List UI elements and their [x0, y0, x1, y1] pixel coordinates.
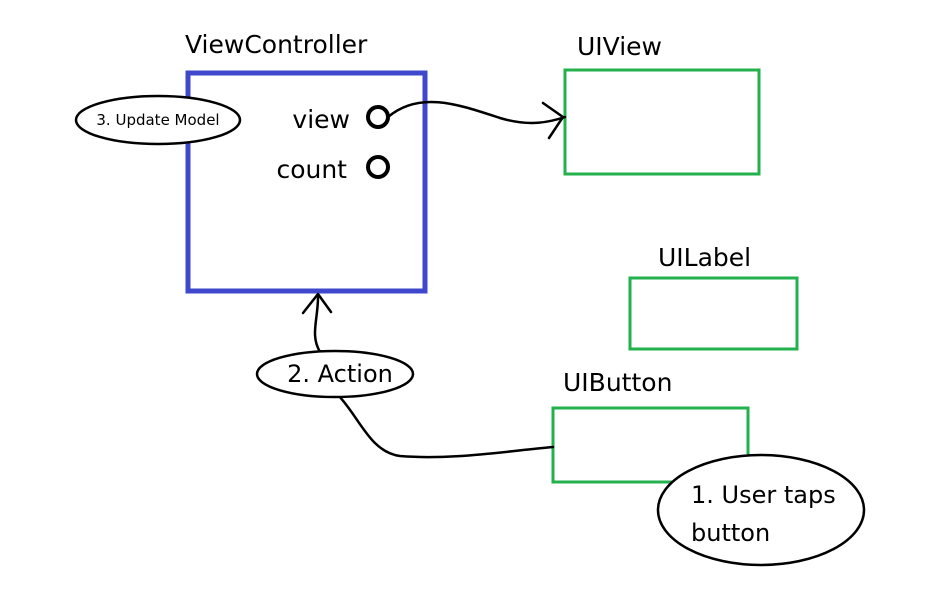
action-bubble [255, 349, 415, 399]
user-taps-label-line2: button [691, 519, 770, 547]
outlet-connection-line [386, 100, 567, 125]
uiview-box [563, 68, 761, 176]
update-model-label: 3. Update Model [96, 111, 219, 129]
uibutton-title: UIButton [563, 368, 672, 397]
outlet-arrowhead [541, 101, 565, 140]
action-to-controller-line [313, 295, 322, 354]
view-outlet-connector [366, 105, 390, 129]
count-property-label: count [276, 155, 347, 184]
view-outlet-label: view [292, 105, 350, 134]
uiview-title: UIView [577, 32, 662, 61]
uilabel-box [628, 276, 799, 351]
count-property-connector [366, 155, 390, 179]
user-taps-bubble [656, 453, 866, 567]
action-label: 2. Action [287, 360, 393, 388]
uilabel-title: UILabel [658, 243, 751, 272]
uibutton-box [551, 406, 750, 484]
user-taps-label-line1: 1. User taps [691, 481, 836, 509]
action-arrowhead [301, 292, 333, 315]
view-controller-box [185, 70, 428, 294]
action-connection-line [336, 393, 555, 459]
view-controller-title: ViewController [185, 30, 368, 59]
update-model-bubble [74, 94, 242, 146]
